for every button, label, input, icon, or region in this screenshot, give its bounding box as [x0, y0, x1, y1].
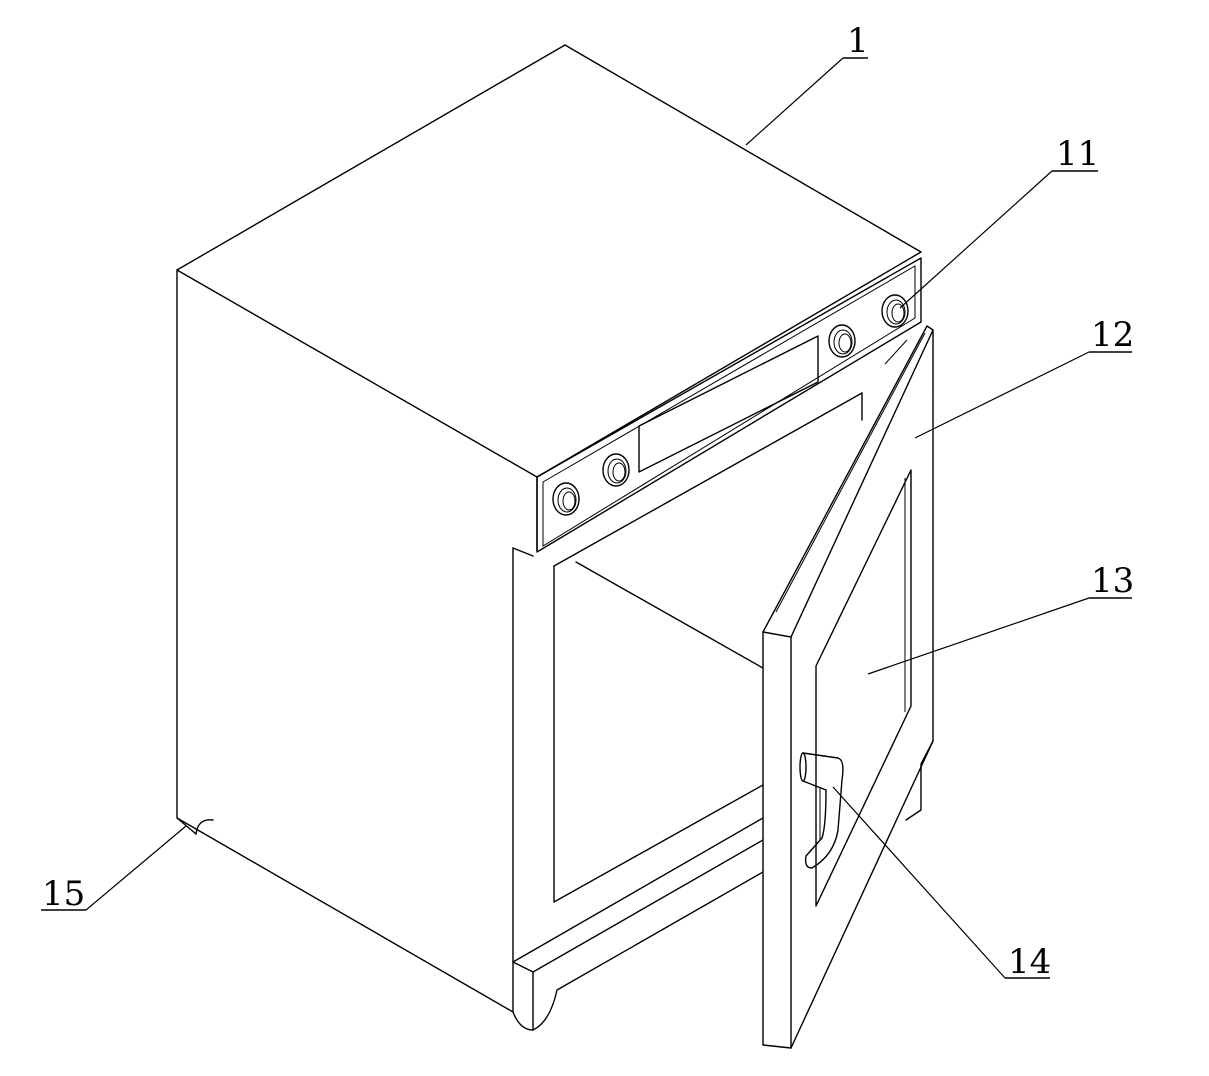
leader-15 — [85, 825, 187, 911]
label-14: 14 — [1008, 942, 1051, 982]
knob-2[interactable] — [602, 453, 630, 487]
control-panel — [536, 257, 922, 553]
knob-1[interactable] — [552, 482, 580, 516]
label-12: 12 — [1091, 315, 1134, 355]
left-foot — [176, 817, 214, 835]
label-11: 11 — [1056, 134, 1099, 174]
door-window — [815, 469, 912, 907]
knob-3[interactable] — [828, 324, 856, 358]
label-13: 13 — [1091, 561, 1134, 601]
knob-4[interactable] — [881, 294, 909, 328]
display-window — [638, 335, 819, 473]
door[interactable] — [762, 325, 934, 1049]
leader-13 — [867, 597, 1090, 675]
leader-1 — [745, 57, 844, 146]
front-frame — [512, 392, 863, 1031]
label-15: 15 — [42, 874, 85, 914]
leader-12 — [914, 351, 1090, 439]
leader-lines — [41, 57, 1132, 979]
leader-11 — [899, 170, 1053, 309]
leader-14 — [832, 786, 1006, 979]
cabinet-left-face — [176, 269, 514, 1013]
label-1: 1 — [847, 21, 869, 61]
front-foot — [512, 871, 764, 1031]
cabinet-top-face — [176, 44, 922, 478]
door-handle[interactable] — [799, 752, 844, 869]
reference-labels: 1 11 12 13 14 15 — [42, 21, 1134, 982]
control-knobs[interactable] — [552, 294, 909, 516]
